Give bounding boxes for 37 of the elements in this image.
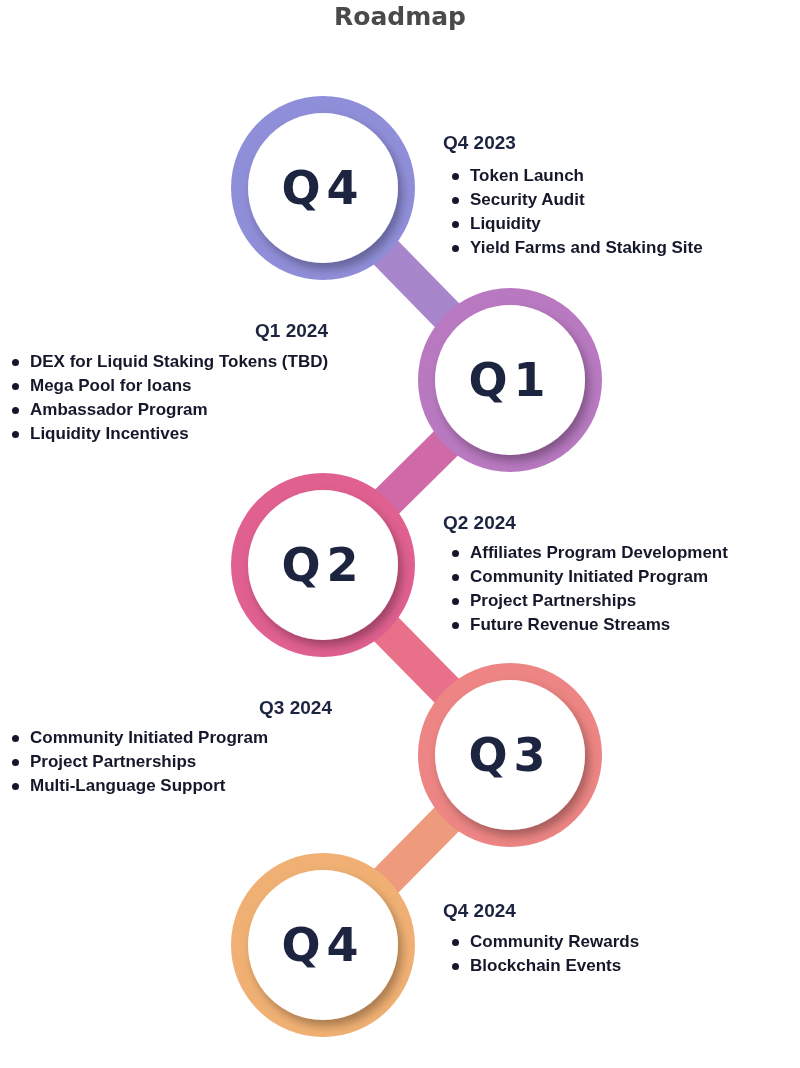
quarter-label: Q4 (280, 160, 366, 217)
bullet-item: Future Revenue Streams (450, 615, 671, 635)
title: Roadmap (333, 2, 467, 31)
connector-band (372, 615, 461, 705)
quarter-label: Q3 (467, 727, 553, 784)
period-heading: Q4 2024 (443, 900, 516, 922)
quarter-label: Q1 (467, 352, 553, 409)
bullet-item: Ambassador Program (10, 400, 208, 420)
bullet-item: Blockchain Events (450, 956, 622, 976)
bullet-item: Affiliates Program Development (450, 543, 728, 563)
bullet-item: DEX for Liquid Staking Tokens (TBD) (10, 352, 329, 372)
bullet-item: Community Initiated Program (450, 567, 709, 587)
quarter-circle (418, 663, 602, 847)
bullet-item: Community Rewards (450, 932, 640, 952)
bullet-item: Security Audit (450, 190, 585, 210)
connector-band (373, 429, 460, 516)
bullet-item: Community Initiated Program (10, 728, 269, 748)
bullet-item: Liquidity (450, 214, 541, 234)
bullet-item: Project Partnerships (10, 752, 197, 772)
bullet-item: Multi-Language Support (10, 776, 226, 796)
period-heading: Q4 2023 (443, 132, 516, 154)
bullet-item: Token Launch (450, 166, 584, 186)
bullet-item: Mega Pool for loans (10, 376, 192, 396)
period-heading: Q1 2024 (255, 320, 328, 342)
bullet-item: Yield Farms and Staking Site (450, 238, 703, 258)
quarter-circle (418, 288, 602, 472)
quarter-label: Q4 (280, 917, 366, 974)
bullet-item: Liquidity Incentives (10, 424, 189, 444)
quarter-circle (231, 96, 415, 280)
period-heading: Q2 2024 (443, 512, 516, 534)
quarter-label: Q2 (280, 537, 366, 594)
bullet-item: Project Partnerships (450, 591, 637, 611)
period-heading: Q3 2024 (259, 697, 332, 719)
connector-band (372, 239, 461, 329)
connector-band (372, 805, 461, 895)
quarter-circle (231, 853, 415, 1037)
quarter-circle (231, 473, 415, 657)
